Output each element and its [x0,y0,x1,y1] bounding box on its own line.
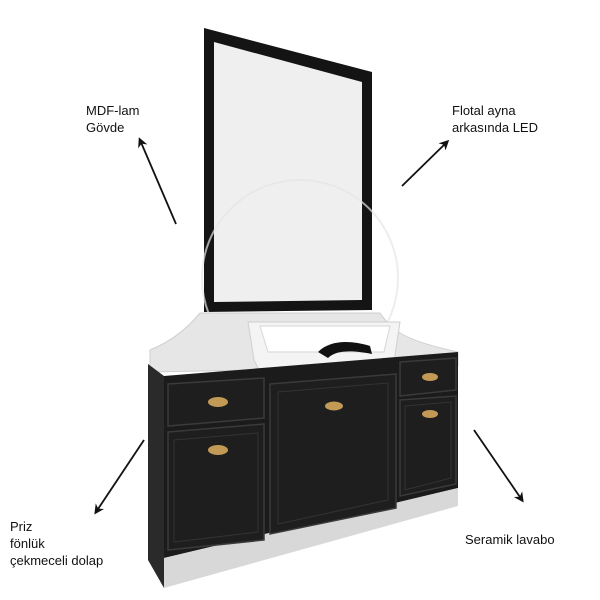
label-ceramic-sink: Seramik lavabo [465,532,555,547]
label-mirror-led: Flotal ayna arkasında LED [452,103,538,135]
left-door-handle [208,445,228,455]
cabinet-body [148,352,458,588]
label-drawer-cabinet: Priz fönlük çekmeceli dolap [10,519,104,568]
sink-neck-rest [318,342,372,358]
center-door [269,373,397,535]
arrow-ceramic-sink [473,429,524,503]
right-door-handle [422,410,438,418]
label-body-material: MDF-lam Gövde [86,103,140,135]
arrow-drawer-cabinet [94,439,145,515]
plinth [164,488,458,588]
mirror-glass [214,42,362,302]
left-drawer-handle [208,397,228,407]
right-door [399,395,457,497]
arrow-mirror-led [401,139,450,187]
right-drawer-handle [422,373,438,381]
left-door [167,423,265,551]
cabinet-side [148,364,164,588]
center-door-handle [325,401,343,411]
arrow-body-material [138,137,177,225]
